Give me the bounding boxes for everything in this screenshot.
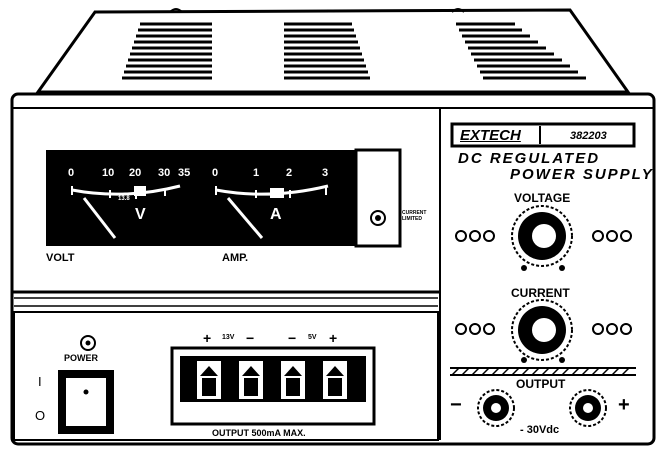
- vent-center: [284, 22, 370, 80]
- fixed-left-minus: −: [246, 330, 255, 346]
- fixed-left-voltage: 13V: [222, 334, 235, 341]
- positive-binding-post[interactable]: [569, 389, 607, 427]
- power-on-symbol: I: [38, 374, 42, 389]
- volt-sub-tick: 13.8: [118, 196, 130, 202]
- model-number: 382203: [570, 130, 607, 142]
- fixed-left-plus: +: [203, 330, 212, 346]
- fixed-terminals: [195, 359, 349, 401]
- volt-tick-10: 10: [102, 167, 115, 179]
- title-line-2: POWER SUPPLY: [510, 166, 654, 183]
- volt-tick-0: 0: [68, 167, 75, 179]
- amp-unit: A: [270, 206, 282, 223]
- vent-left: [122, 22, 212, 80]
- volt-label: VOLT: [46, 252, 75, 264]
- volt-tick-35: 35: [178, 167, 191, 179]
- volt-unit: V: [135, 206, 146, 223]
- output-range: - 30Vdc: [520, 424, 560, 436]
- current-indicator-dots: [455, 323, 632, 335]
- output-minus-sign: −: [450, 394, 462, 416]
- amp-label: AMP.: [222, 252, 249, 264]
- voltage-knob-label: VOLTAGE: [514, 191, 571, 205]
- voltage-indicator-dots: [455, 230, 632, 242]
- hatch-band: [451, 367, 630, 376]
- amp-tick-1: 1: [253, 167, 260, 179]
- current-knob-label: CURRENT: [511, 286, 570, 300]
- amp-needle: [226, 197, 264, 239]
- amp-tick-2: 2: [286, 167, 293, 179]
- brand-name: EXTECH: [460, 127, 521, 144]
- current-limited-label: CURRENT LIMITED: [402, 210, 427, 222]
- meter-window: [46, 150, 356, 246]
- fixed-right-minus: −: [288, 330, 297, 346]
- power-label: POWER: [64, 353, 99, 363]
- volt-tick-30: 30: [158, 167, 171, 179]
- negative-binding-post[interactable]: [477, 389, 515, 427]
- title-line-1: DC REGULATED: [458, 150, 601, 167]
- output-plus-sign: +: [618, 394, 630, 416]
- output-label: OUTPUT: [516, 377, 566, 391]
- amp-tick-0: 0: [212, 167, 219, 179]
- volt-needle: [82, 197, 117, 239]
- fixed-output-caption: OUTPUT 500mA MAX.: [212, 428, 306, 438]
- volt-tick-20: 20: [129, 167, 142, 179]
- brand-plate: [450, 122, 636, 148]
- vent-right: [456, 22, 586, 80]
- power-off-symbol: O: [35, 408, 46, 423]
- amp-tick-3: 3: [322, 167, 329, 179]
- fixed-right-voltage: 5V: [308, 334, 317, 341]
- cabinet-top: [35, 8, 631, 94]
- fixed-right-plus: +: [329, 330, 338, 346]
